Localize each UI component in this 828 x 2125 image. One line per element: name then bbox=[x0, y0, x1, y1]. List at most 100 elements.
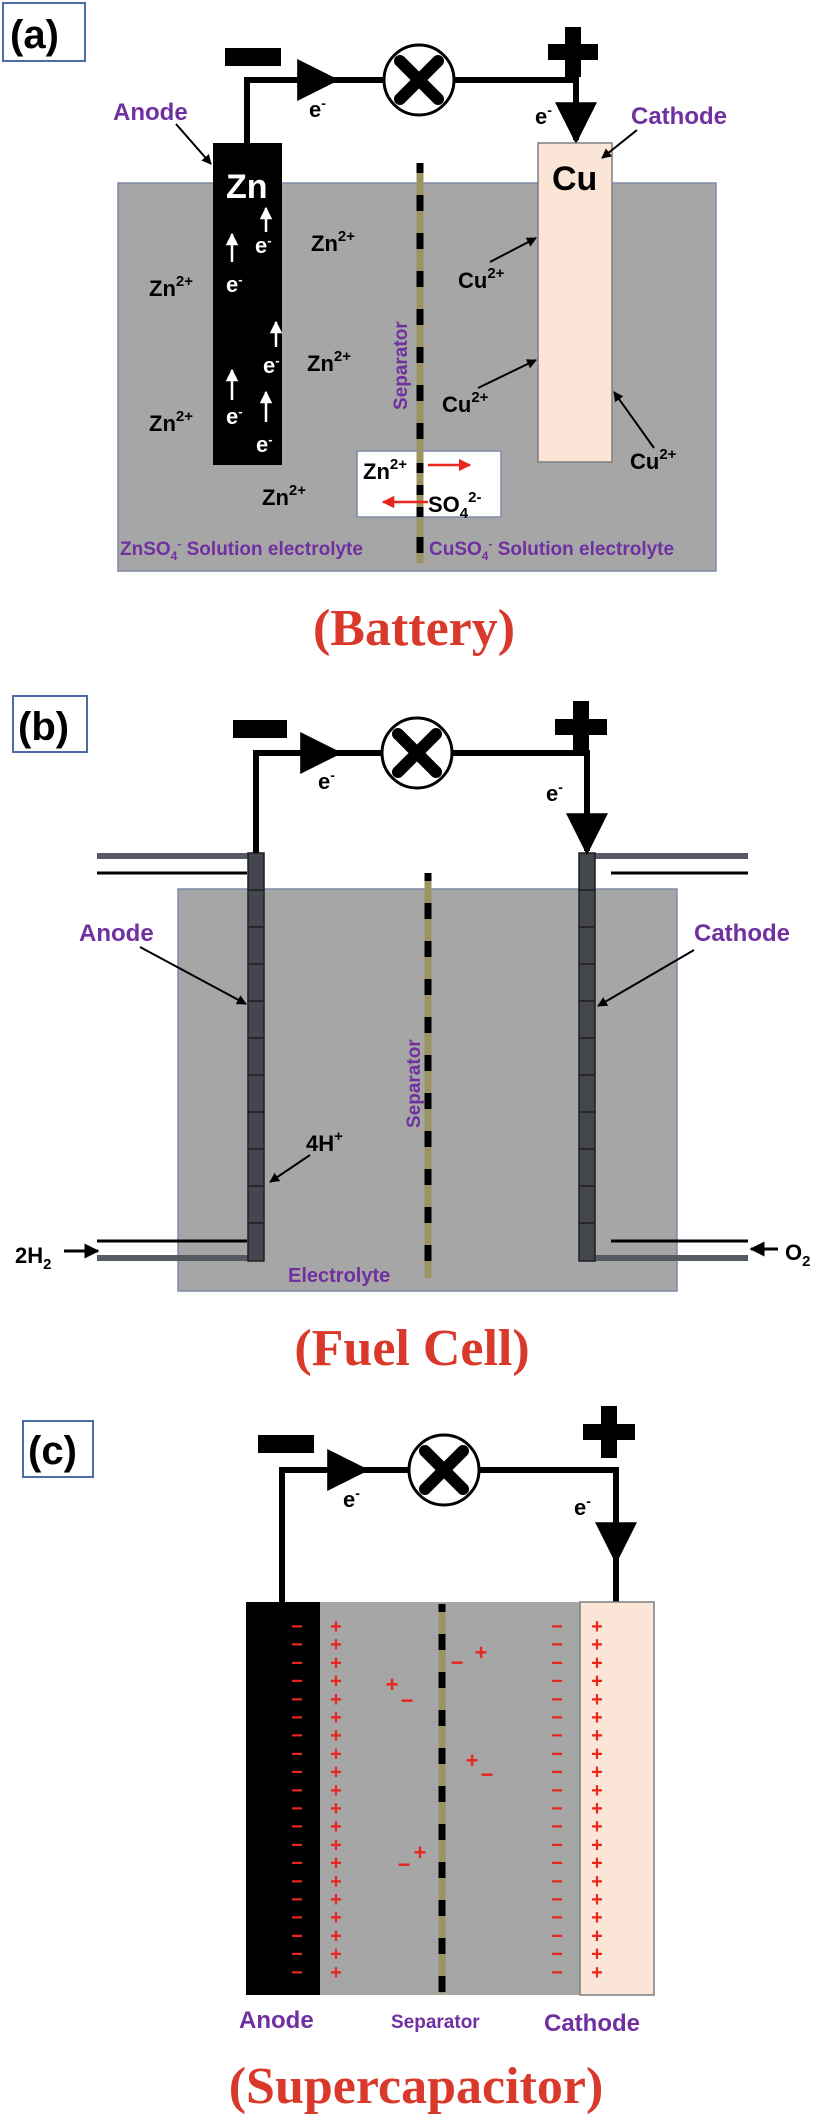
anode-charge: − bbox=[291, 1725, 303, 1747]
fuel-cell-wire-right bbox=[452, 750, 590, 806]
svg-text:Cu2+: Cu2+ bbox=[458, 265, 505, 293]
supercap-anode-negative-charges: −−−−−−−−−−−−−−−−−−−− bbox=[291, 1616, 303, 1984]
anode-charge: − bbox=[291, 1889, 303, 1911]
cathode-charge: + bbox=[591, 1707, 603, 1729]
free-ion: − bbox=[401, 1688, 414, 1713]
supercap-cathode-electrode bbox=[579, 1601, 655, 1996]
fuel-cell-cathode-pointer bbox=[597, 949, 695, 1007]
adsorbed-cation: + bbox=[330, 1871, 342, 1893]
fuel-cell-load-lamp-icon bbox=[380, 716, 454, 790]
battery-anode-label: Anode bbox=[113, 99, 188, 126]
adsorbed-anion: − bbox=[551, 1652, 563, 1674]
adsorbed-anion: − bbox=[551, 1798, 563, 1820]
svg-text:Zn2+: Zn2+ bbox=[307, 348, 351, 376]
svg-text:Zn2+: Zn2+ bbox=[363, 456, 407, 484]
battery-anode-pointer bbox=[175, 123, 212, 165]
adsorbed-anion: − bbox=[551, 1816, 563, 1838]
battery-positive-terminal-icon bbox=[548, 27, 598, 77]
adsorbed-cation: + bbox=[330, 1907, 342, 1929]
supercap-positive-terminal-icon bbox=[583, 1406, 635, 1458]
cathode-charge: + bbox=[591, 1907, 603, 1929]
free-ion: − bbox=[398, 1852, 411, 1877]
cathode-charge: + bbox=[591, 1671, 603, 1693]
adsorbed-cation: + bbox=[330, 1798, 342, 1820]
battery-separator-label: Separator bbox=[391, 321, 412, 410]
adsorbed-cation: + bbox=[330, 1853, 342, 1875]
free-ion: + bbox=[386, 1672, 399, 1697]
battery-cathode-label: Cathode bbox=[631, 103, 727, 130]
adsorbed-cation: + bbox=[330, 1743, 342, 1765]
battery-anode-element: Zn bbox=[226, 168, 268, 206]
adsorbed-cation: + bbox=[330, 1725, 342, 1747]
adsorbed-anion: − bbox=[551, 1689, 563, 1711]
adsorbed-anion: − bbox=[551, 1762, 563, 1784]
anode-charge: − bbox=[291, 1853, 303, 1875]
fuel-cell-hydrogen-input: 2H2 bbox=[15, 1243, 51, 1273]
fuel-cell-separator-label: Separator bbox=[404, 1039, 425, 1128]
anode-charge: − bbox=[291, 1798, 303, 1820]
free-ion: + bbox=[466, 1748, 479, 1773]
fuel-cell-cathode-electrode bbox=[578, 852, 596, 1262]
anode-charge: − bbox=[291, 1634, 303, 1656]
panel-battery: (a) e- e- Zn e- e- e- bbox=[2, 2, 727, 657]
anode-charge: − bbox=[291, 1834, 303, 1856]
panel-b-label-box bbox=[12, 695, 88, 753]
supercap-wire-right bbox=[480, 1467, 619, 1548]
panel-supercapacitor: (c) e- e- −−−−−−−−−−−−−−−−−−−− +++++++++… bbox=[22, 1406, 655, 2115]
anode-charge: − bbox=[291, 1689, 303, 1711]
battery-ion-exchange-box: Zn2+ SO42- bbox=[356, 450, 502, 522]
battery-wire-right bbox=[455, 77, 597, 145]
adsorbed-cation: + bbox=[330, 1616, 342, 1638]
adsorbed-cation: + bbox=[330, 1944, 342, 1966]
supercap-negative-terminal-icon bbox=[258, 1435, 314, 1453]
battery-zinc-anode bbox=[213, 143, 282, 465]
adsorbed-cation: + bbox=[330, 1834, 342, 1856]
free-ion: + bbox=[414, 1840, 427, 1865]
supercap-cathode-positive-charges: ++++++++++++++++++++ bbox=[591, 1616, 603, 1984]
battery-copper-cathode bbox=[537, 142, 613, 463]
battery-load-lamp-icon bbox=[382, 43, 456, 117]
cathode-charge: + bbox=[591, 1834, 603, 1856]
supercap-anode-electrode bbox=[246, 1602, 320, 1995]
adsorbed-cation: + bbox=[330, 1780, 342, 1802]
svg-text:Zn2+: Zn2+ bbox=[149, 273, 193, 301]
svg-text:Cu2+: Cu2+ bbox=[442, 389, 489, 417]
adsorbed-cation: + bbox=[330, 1762, 342, 1784]
battery-negative-terminal-icon bbox=[225, 48, 281, 66]
supercap-electrolyte bbox=[320, 1602, 580, 1995]
anode-charge: − bbox=[291, 1944, 303, 1966]
svg-text:e-: e- bbox=[263, 353, 280, 378]
svg-text:Cu2+: Cu2+ bbox=[630, 446, 677, 474]
fuel-cell-proton-label: 4H+ bbox=[306, 1128, 343, 1156]
svg-text:e-: e- bbox=[255, 233, 272, 258]
cathode-charge: + bbox=[591, 1816, 603, 1838]
anode-charge: − bbox=[291, 1962, 303, 1984]
supercap-load-lamp-icon bbox=[407, 1433, 481, 1507]
adsorbed-anion: − bbox=[551, 1834, 563, 1856]
adsorbed-cation: + bbox=[330, 1671, 342, 1693]
supercap-cathode-label: Cathode bbox=[544, 2010, 640, 2037]
cathode-charge: + bbox=[591, 1798, 603, 1820]
adsorbed-anion: − bbox=[551, 1634, 563, 1656]
svg-text:e-: e- bbox=[226, 404, 243, 429]
adsorbed-cation: + bbox=[330, 1707, 342, 1729]
fuel-cell-cathode-label: Cathode bbox=[694, 920, 790, 947]
fuel-cell-electron-label-top: e- bbox=[318, 767, 335, 794]
fuel-cell-oxygen-input: O2 bbox=[785, 1240, 810, 1270]
adsorbed-cation: + bbox=[330, 1634, 342, 1656]
supercap-cathode-side-negative-ions: −−−−−−−−−−−−−−−−−−−− bbox=[551, 1616, 563, 1984]
svg-text:Zn2+: Zn2+ bbox=[262, 482, 306, 510]
cathode-charge: + bbox=[591, 1762, 603, 1784]
cathode-charge: + bbox=[591, 1689, 603, 1711]
adsorbed-anion: − bbox=[551, 1780, 563, 1802]
cathode-charge: + bbox=[591, 1725, 603, 1747]
panel-b-label: (b) bbox=[18, 705, 69, 749]
adsorbed-anion: − bbox=[551, 1944, 563, 1966]
cathode-charge: + bbox=[591, 1616, 603, 1638]
anode-charge: − bbox=[291, 1816, 303, 1838]
fuel-cell-caption: (Fuel Cell) bbox=[294, 1320, 529, 1377]
adsorbed-cation: + bbox=[330, 1652, 342, 1674]
svg-text:Zn2+: Zn2+ bbox=[311, 228, 355, 256]
fuel-cell-anode-label: Anode bbox=[79, 920, 154, 947]
